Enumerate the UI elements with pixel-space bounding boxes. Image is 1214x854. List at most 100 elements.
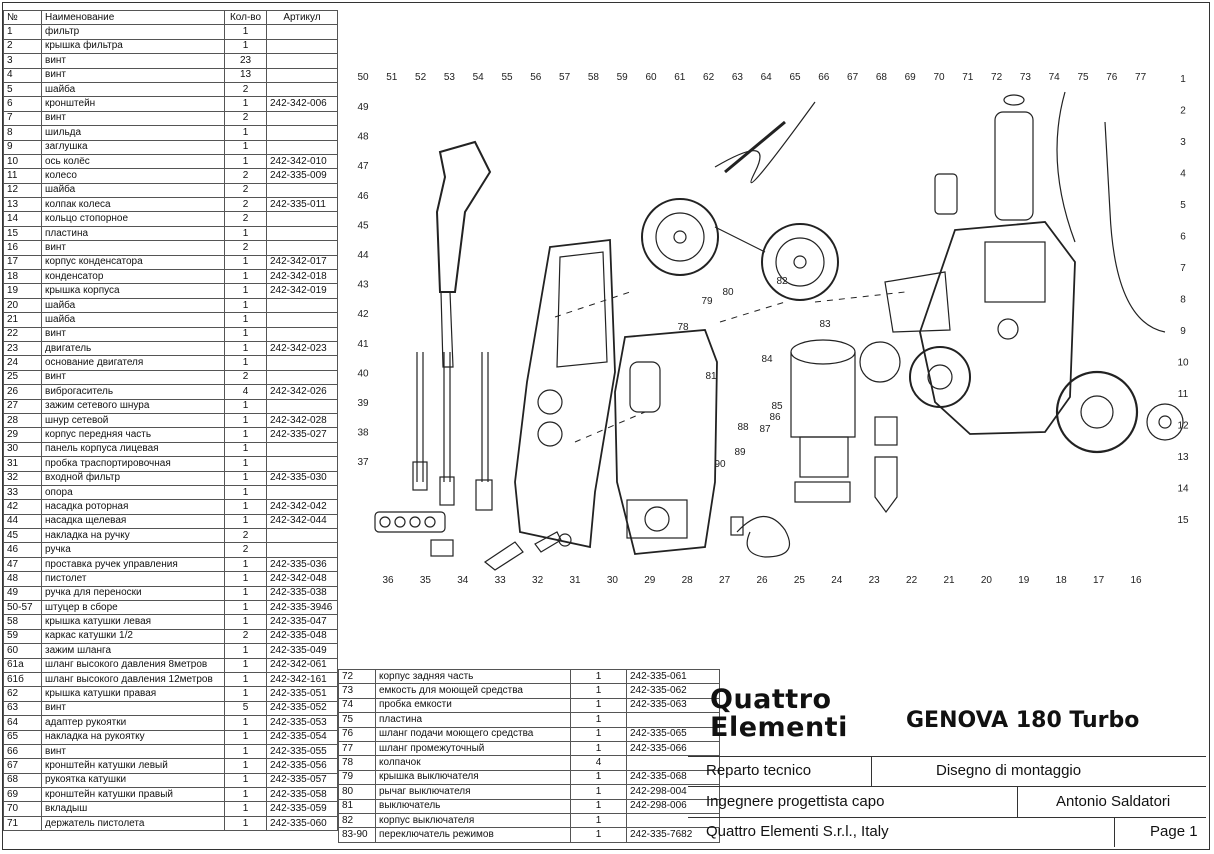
part-qty: 1 [224, 758, 267, 774]
callout-number: 2 [1180, 106, 1186, 117]
part-number: 10 [3, 153, 42, 170]
part-qty: 2 [224, 240, 267, 256]
part-number: 24 [3, 355, 42, 371]
part-name: пластина [41, 225, 225, 242]
part-qty: 5 [224, 700, 267, 717]
model-name: GENOVA 180 Turbo [906, 708, 1140, 733]
callout-number: 26 [756, 575, 768, 586]
part-qty: 1 [224, 470, 267, 486]
part-name: вкладыш [41, 801, 225, 817]
part-name: рукоятка катушки [41, 772, 225, 789]
callout-number: 77 [1135, 72, 1147, 83]
callout-number: 33 [495, 575, 507, 586]
part-qty: 1 [224, 398, 267, 414]
callout-number: 8 [1180, 295, 1186, 306]
part-qty: 1 [224, 312, 267, 328]
part-name: шильда [41, 125, 225, 141]
callout-number: 58 [588, 72, 600, 83]
part-name: ось колёс [41, 153, 225, 170]
part-number: 67 [3, 758, 42, 774]
part-article: 242-335-3946 [266, 600, 338, 616]
power-cord-illustration [730, 515, 790, 558]
callout-number: 50 [357, 72, 369, 83]
part-number: 23 [3, 340, 42, 357]
header-article: Артикул [266, 9, 338, 26]
part-article [266, 398, 338, 414]
callout-number: 39 [357, 398, 369, 409]
part-name: виброгаситель [41, 384, 225, 400]
part-name: винт [41, 700, 225, 717]
part-number: 80 [338, 784, 376, 800]
part-article: 242-342-028 [266, 412, 338, 429]
part-number: 28 [3, 412, 42, 429]
part-number: 70 [3, 801, 42, 817]
callout-number: 70 [933, 72, 945, 83]
part-name: накладка на ручку [41, 528, 225, 544]
part-name: пробка траспортировочная [41, 456, 225, 472]
part-article [266, 125, 338, 141]
callout-number: 62 [703, 72, 715, 83]
header-name: Наименование [41, 9, 225, 26]
drawing-type-label: Disegno di montaggio [936, 762, 1082, 779]
part-qty: 2 [224, 168, 267, 184]
callout-number: 23 [869, 575, 881, 586]
part-number: 3 [3, 53, 42, 69]
part-name: шланг промежуточный [375, 740, 571, 757]
front-housing-illustration [614, 329, 718, 555]
part-qty: 1 [570, 812, 627, 829]
part-number: 69 [3, 787, 42, 803]
part-number: 8 [3, 125, 42, 141]
part-number: 7 [3, 110, 42, 127]
part-number: 75 [338, 712, 376, 728]
callout-number: 35 [420, 575, 432, 586]
part-article [266, 369, 338, 386]
part-number: 16 [3, 240, 42, 256]
callout-number: 45 [357, 220, 369, 231]
callout-number: 49 [357, 102, 369, 113]
part-article: 242-335-030 [266, 470, 338, 486]
part-article: 242-342-061 [266, 657, 338, 673]
part-number: 62 [3, 686, 42, 702]
part-qty: 1 [224, 643, 267, 659]
detergent-tank-illustration [934, 91, 1166, 333]
part-name: фильтр [41, 24, 225, 40]
callout-number: 20 [981, 575, 993, 586]
part-name: винт [41, 369, 225, 386]
part-number: 44 [3, 513, 42, 530]
callout-number: 12 [1177, 421, 1189, 432]
part-article [266, 211, 338, 227]
callout-number: 52 [415, 72, 427, 83]
part-qty: 1 [224, 571, 267, 587]
part-name: крышка катушки правая [41, 686, 225, 702]
part-number: 65 [3, 729, 42, 745]
part-name: зажим сетевого шнура [41, 398, 225, 414]
part-number: 11 [3, 168, 42, 184]
part-number: 63 [3, 700, 42, 717]
callout-number: 14 [1177, 484, 1189, 495]
part-name: емкость для моющей средства [375, 683, 571, 699]
part-number: 30 [3, 441, 42, 458]
callout-number: 76 [1106, 72, 1118, 83]
part-name: крышка корпуса [41, 283, 225, 299]
